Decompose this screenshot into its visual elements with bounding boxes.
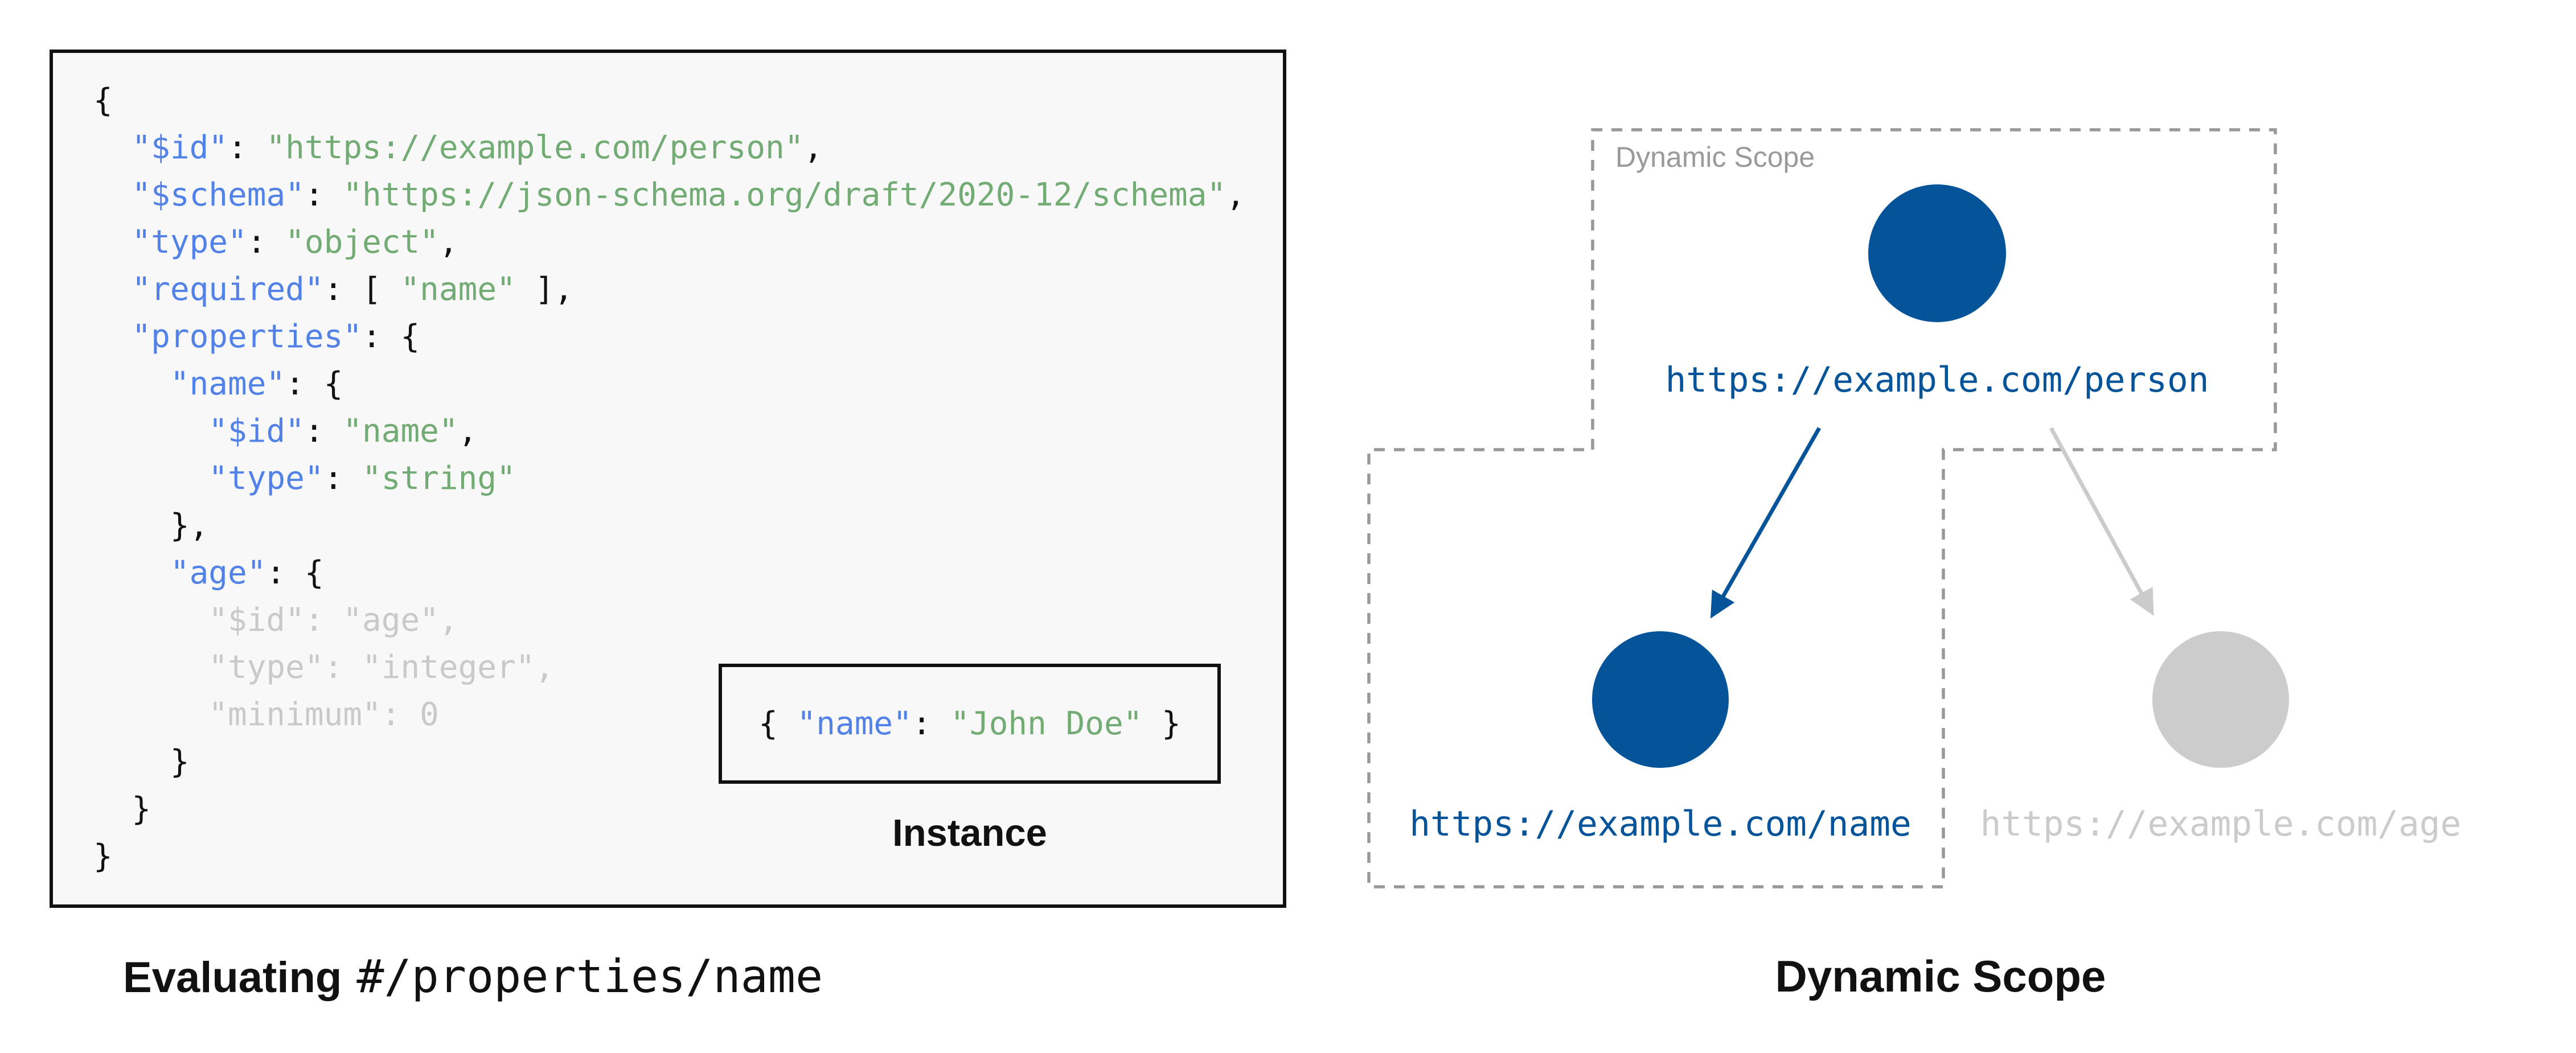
code-token: "John Doe" [950,705,1143,742]
code-token: } [93,743,190,780]
code-token: "required" [132,271,324,308]
code-line: "required": [ "name" ], [93,266,1245,313]
code-token: "name" [797,705,912,742]
instance-code: { "name": "John Doe" } [758,705,1181,742]
scope-label: Dynamic Scope [1615,141,1815,173]
code-token: ], [515,271,573,308]
name-url-label: https://example.com/name [1409,804,1911,844]
instance-label: Instance [892,812,1047,854]
person-url-label: https://example.com/person [1666,360,2209,400]
code-line: "properties": { [93,313,1245,360]
evaluating-caption: Evaluating#/properties/name [123,954,823,999]
code-token: "minimum": 0 [93,696,439,733]
code-token: , [1226,176,1245,213]
dynamic-scope-outline [1367,128,2277,889]
code-line: "minimum": 0 [93,691,1245,738]
code-line: } [93,785,1245,833]
code-token: : [304,176,343,213]
instance-box: { "name": "John Doe" } [719,664,1221,784]
code-token: : { [285,365,343,402]
code-line: "age": { [93,549,1245,597]
code-token: "https://json-schema.org/draft/2020-12/s… [343,176,1227,213]
code-token: "name" [170,365,286,402]
code-token: "properties" [132,318,363,355]
code-token: } [93,791,151,828]
schema-code-box: { "$id": "https://example.com/person", "… [50,50,1286,908]
code-token: "string" [362,460,516,497]
code-line: "type": "integer", [93,644,1245,691]
code-token: : [228,129,266,166]
code-token: : [323,460,363,497]
code-token: : [912,705,951,742]
code-token: "type" [132,224,247,261]
code-token: "age" [170,554,266,591]
code-token: "type": "integer", [93,649,555,686]
person-node-circle [1868,184,2006,322]
code-token: , [438,224,458,261]
code-token: } [1142,705,1181,742]
code-token: : [247,224,286,261]
code-line: "type": "string" [93,455,1245,502]
code-token: }, [93,507,209,544]
code-token: : { [362,318,420,355]
code-line: "type": "object", [93,219,1245,266]
code-line: } [93,833,1245,880]
name-node-circle [1592,631,1729,768]
diagram-caption: Dynamic Scope [1775,951,2106,1001]
person-to-age-arrow [2049,427,2154,616]
code-token: } [93,838,113,875]
age-node-circle [2152,631,2289,768]
code-line: } [93,738,1245,785]
person-to-name-arrow [1710,427,1822,619]
code-line: "name": { [93,360,1245,408]
code-line: "$schema": "https://json-schema.org/draf… [93,171,1245,219]
code-line: "$id": "age", [93,597,1245,644]
code-token: "object" [285,224,439,261]
code-token: { [758,705,797,742]
code-token: , [458,413,478,450]
code-token: : [ [323,271,401,308]
evaluating-caption-bold: Evaluating [123,953,342,1002]
code-token: "name" [400,271,516,308]
code-token: { [93,82,113,119]
code-line: { [93,77,1245,124]
code-token: , [803,129,823,166]
code-token: "$id" [132,129,228,166]
evaluating-caption-path: #/properties/name [356,950,823,1003]
code-token: "https://example.com/person" [266,129,804,166]
code-token: "$id" [208,413,305,450]
code-token: "name" [343,413,458,450]
code-token: "type" [208,460,324,497]
code-block: { "$id": "https://example.com/person", "… [93,77,1245,880]
code-token: : { [266,554,324,591]
age-url-label: https://example.com/age [1980,804,2462,844]
code-token: : [304,413,343,450]
code-line: "$id": "https://example.com/person", [93,124,1245,171]
code-line: }, [93,502,1245,549]
code-token: "$id": "age", [93,602,458,639]
code-line: "$id": "name", [93,408,1245,455]
code-token: "$schema" [132,176,305,213]
